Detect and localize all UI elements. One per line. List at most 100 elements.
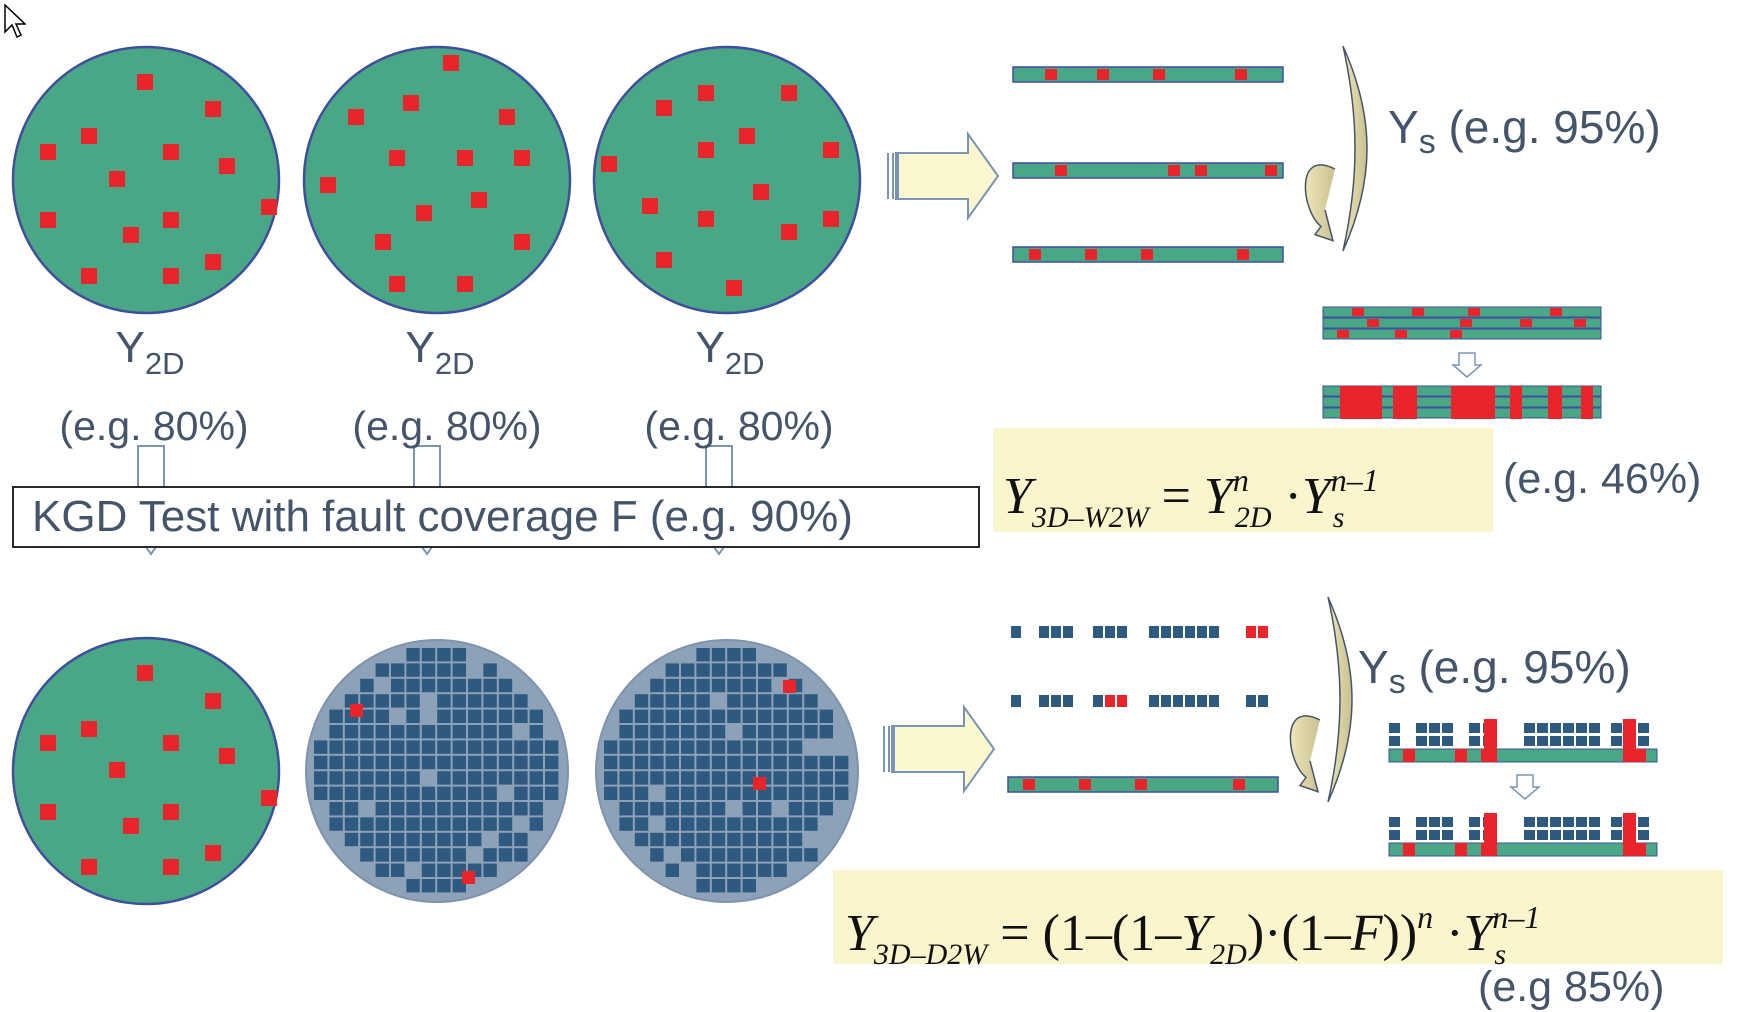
- defect-mark: [137, 74, 153, 90]
- die: [788, 725, 803, 739]
- die: [758, 709, 772, 723]
- stack-die: [1638, 723, 1649, 733]
- die: [773, 725, 787, 739]
- die: [514, 802, 528, 816]
- stack-die: [1537, 830, 1548, 840]
- defect-mark: [781, 85, 797, 101]
- die: [360, 848, 374, 862]
- die: [529, 755, 543, 770]
- stack-die: [1524, 817, 1535, 827]
- stack-die: [1416, 736, 1427, 746]
- defect-mark: [163, 268, 179, 284]
- die: [742, 694, 756, 708]
- die: [681, 786, 695, 800]
- defect-mark: [514, 234, 530, 250]
- formula-w2w: Y3D–W2W = Yn2D ·Yn–1s: [993, 428, 1493, 534]
- stack-die: [1563, 817, 1574, 827]
- curved-arrow: [1289, 715, 1321, 793]
- stack-die: [1469, 736, 1480, 746]
- die: [773, 663, 787, 677]
- die: [437, 848, 451, 862]
- stack-die: [1563, 736, 1574, 746]
- die: [804, 817, 818, 831]
- die: [437, 832, 451, 847]
- stack-defect-column: [1484, 813, 1497, 856]
- defect-mark: [471, 192, 487, 208]
- die: [437, 725, 451, 739]
- stack-defect-column: [1581, 386, 1593, 419]
- die: [421, 786, 436, 800]
- defect-mark: [163, 212, 179, 228]
- die: [788, 771, 803, 785]
- die: [604, 755, 618, 770]
- die: [483, 663, 497, 677]
- die: [545, 755, 559, 770]
- die: [727, 740, 741, 754]
- die: [665, 725, 679, 739]
- die: [468, 771, 482, 785]
- curved-arrow: [1304, 164, 1336, 242]
- stack-layer: [1322, 306, 1602, 318]
- die: [665, 817, 679, 831]
- die: [650, 832, 664, 847]
- die: [360, 709, 374, 723]
- die: [529, 740, 543, 754]
- stack-defect: [1460, 319, 1472, 327]
- die: [483, 848, 497, 862]
- die: [421, 678, 436, 693]
- die: [314, 740, 328, 754]
- die: [468, 817, 482, 831]
- diced-die: [1185, 695, 1195, 707]
- die: [681, 663, 695, 677]
- mouse-cursor-icon: [4, 4, 26, 39]
- die: [498, 678, 513, 693]
- die: [773, 863, 787, 877]
- defect-mark: [375, 234, 391, 250]
- die: [498, 771, 513, 785]
- defect-mark: [499, 109, 515, 125]
- die: [773, 755, 787, 770]
- strip-defect: [1135, 779, 1147, 790]
- die: [634, 709, 649, 723]
- die: [819, 786, 833, 800]
- die: [360, 786, 374, 800]
- stack-defect: [1403, 749, 1415, 762]
- die: [758, 802, 772, 816]
- die: [421, 725, 436, 739]
- stack-die: [1469, 830, 1480, 840]
- die: [514, 740, 528, 754]
- diced-die: [1258, 695, 1268, 707]
- die: [468, 755, 482, 770]
- defect-mark: [403, 95, 419, 111]
- die: [468, 832, 482, 847]
- die: [650, 678, 664, 693]
- die: [360, 755, 374, 770]
- wafer-untested-2: [302, 45, 572, 315]
- die: [742, 848, 756, 862]
- die: [344, 817, 359, 831]
- die: [711, 832, 726, 847]
- die: [421, 879, 436, 893]
- die: [498, 709, 513, 723]
- die: [483, 678, 497, 693]
- die: [452, 663, 466, 677]
- die: [468, 725, 482, 739]
- die: [788, 802, 803, 816]
- die: [696, 678, 710, 693]
- die: [452, 725, 466, 739]
- die: [406, 678, 420, 693]
- die: [758, 694, 772, 708]
- die: [819, 709, 833, 723]
- die: [452, 709, 466, 723]
- stack-defect-column: [1623, 719, 1636, 762]
- die: [437, 786, 451, 800]
- defect-mark: [457, 276, 473, 292]
- die: [742, 863, 756, 877]
- die: [696, 817, 710, 831]
- die: [711, 648, 726, 662]
- die: [514, 786, 528, 800]
- stack-die: [1429, 817, 1440, 827]
- stack-die: [1442, 736, 1453, 746]
- die: [681, 709, 695, 723]
- stack-defect: [1455, 843, 1467, 856]
